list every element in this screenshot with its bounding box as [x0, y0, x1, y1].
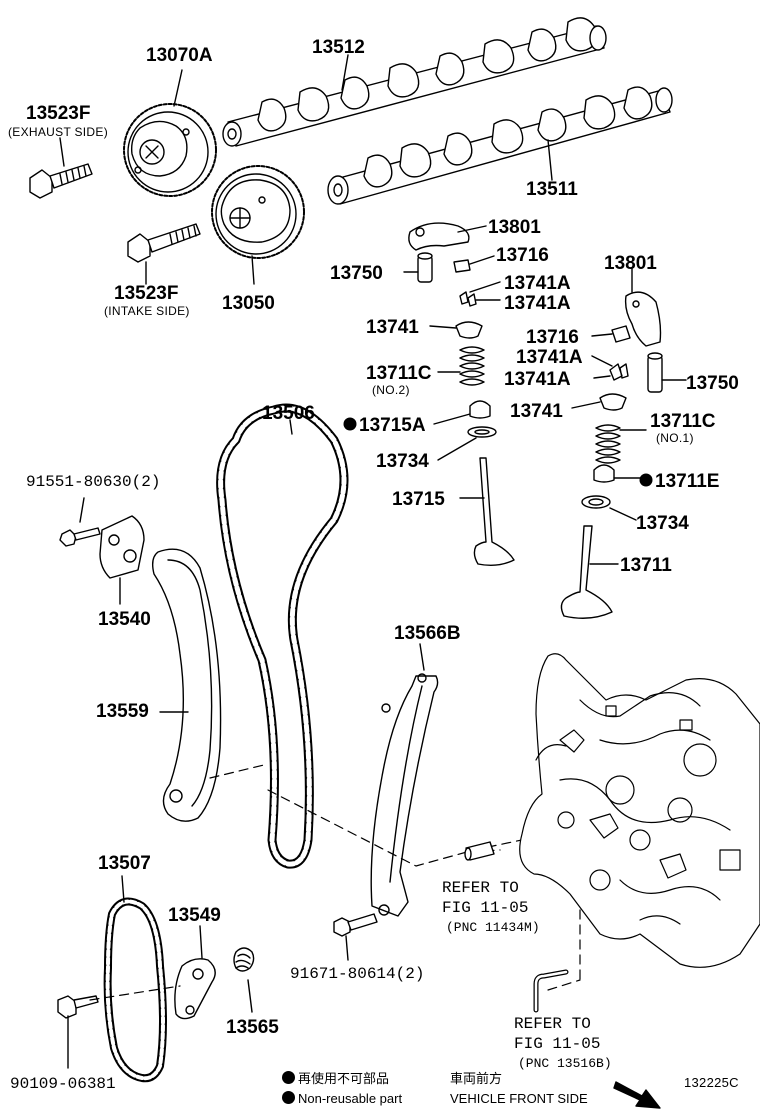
part-label-13801-b: 13801	[604, 253, 657, 274]
legend-dot-icon	[282, 1071, 295, 1084]
part-label-13711e: 13711E	[655, 471, 720, 492]
part-label-13711c-no2: 13711C	[366, 363, 432, 384]
bolt-13523f-exhaust-drawing	[29, 137, 93, 199]
part-label-13715: 13715	[392, 489, 445, 510]
part-label-13506: 13506	[262, 403, 315, 424]
valve-train-set-b-drawing	[560, 267, 687, 619]
intake-camshaft-drawing	[327, 86, 673, 205]
legend-nonreusable-jp-text: 再使用不可部品	[298, 1071, 390, 1086]
part-label-13741-b: 13741	[510, 401, 563, 422]
oil-pipe-drawing	[533, 969, 569, 1013]
part-label-13711c-no1: 13711C	[650, 411, 716, 432]
part-label-13716-b: 13716	[526, 327, 579, 348]
part-label-13566b: 13566B	[394, 623, 461, 644]
part-label-13540: 13540	[98, 609, 151, 630]
chain-tensioner-drawing	[59, 497, 145, 605]
oil-pump-chain-drawing	[103, 875, 167, 1083]
reference-note-1-line1: REFER TO	[442, 879, 519, 897]
vehicle-front-arrow	[613, 1081, 661, 1109]
part-label-13741a-b1: 13741A	[516, 347, 583, 368]
part-label-13715a: 13715A	[359, 415, 426, 436]
bolt-90109-drawing	[57, 995, 99, 1069]
part-label-13801-a: 13801	[488, 217, 541, 238]
part-label-13734-b: 13734	[636, 513, 689, 534]
exhaust-cam-sprocket-drawing	[123, 69, 217, 197]
part-label-13511: 13511	[526, 179, 578, 200]
part-label-13512: 13512	[312, 37, 365, 58]
part-label-13750-b: 13750	[686, 373, 739, 394]
part-label-13523f-exhaust: 13523F	[26, 103, 91, 124]
bolt-13523f-intake-drawing	[127, 223, 201, 285]
part-label-13507: 13507	[98, 853, 151, 874]
reference-note-2-line3: (PNC 13516B)	[518, 1056, 612, 1071]
oil-pump-tensioner-drawing	[174, 925, 255, 1020]
nonreusable-marker-13711e	[639, 473, 653, 487]
exhaust-camshaft-drawing	[222, 17, 607, 147]
chain-guide-drawing	[370, 643, 439, 917]
timing-chain-drawing	[216, 403, 349, 869]
chain-slipper-drawing	[151, 548, 222, 822]
part-note-no2: (NO.2)	[372, 383, 410, 397]
part-label-13716-a: 13716	[496, 245, 549, 266]
part-label-13565: 13565	[226, 1017, 279, 1038]
engine-block-drawing	[519, 653, 760, 968]
part-label-13523f-intake: 13523F	[114, 283, 179, 304]
reference-note-2-line2: FIG 11-05	[514, 1035, 601, 1053]
dowel-pin-drawing	[464, 841, 495, 861]
part-label-13559: 13559	[96, 701, 149, 722]
part-label-13549: 13549	[168, 905, 221, 926]
legend-front-en: VEHICLE FRONT SIDE	[450, 1091, 588, 1106]
legend-dot-icon	[282, 1091, 295, 1104]
part-label-13750-a: 13750	[330, 263, 383, 284]
part-note-intake-side: (INTAKE SIDE)	[104, 304, 190, 318]
part-label-91671-80614: 91671-80614(2)	[290, 965, 425, 983]
part-label-90109-06381: 90109-06381	[10, 1075, 116, 1093]
valve-train-set-a-drawing	[403, 222, 515, 567]
legend-nonreusable-jp: 再使用不可部品	[282, 1071, 389, 1085]
reference-note-1-line2: FIG 11-05	[442, 899, 529, 917]
part-label-13741a-b2: 13741A	[504, 369, 571, 390]
part-label-13734-a: 13734	[376, 451, 429, 472]
figure-code: 132225C	[684, 1075, 739, 1090]
part-label-13741a-a1: 13741A	[504, 273, 571, 294]
part-label-13711: 13711	[620, 555, 672, 576]
legend-nonreusable-en: Non-reusable part	[282, 1091, 402, 1105]
bolt-91671-drawing	[333, 913, 378, 961]
part-label-13070a: 13070A	[146, 45, 213, 66]
part-label-13741a-a2: 13741A	[504, 293, 571, 314]
legend-nonreusable-en-text: Non-reusable part	[298, 1091, 403, 1106]
legend-front-jp: 車両前方	[450, 1071, 503, 1086]
reference-note-2-line1: REFER TO	[514, 1015, 591, 1033]
part-note-exhaust-side: (EXHAUST SIDE)	[8, 125, 108, 139]
nonreusable-marker-13715a	[343, 417, 357, 431]
part-label-91551-80630: 91551-80630(2)	[26, 473, 161, 491]
part-note-no1: (NO.1)	[656, 431, 694, 445]
part-label-13741-a: 13741	[366, 317, 419, 338]
part-label-13050: 13050	[222, 293, 275, 314]
intake-cam-sprocket-drawing	[211, 165, 305, 285]
reference-note-1-line3: (PNC 11434M)	[446, 920, 540, 935]
